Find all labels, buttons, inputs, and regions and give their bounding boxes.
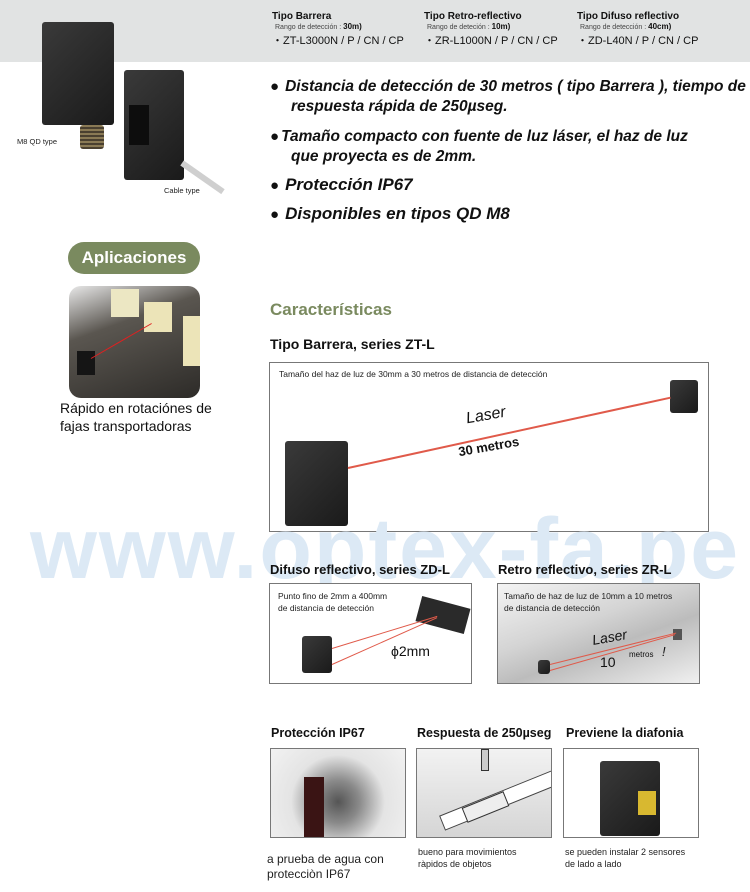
receiver-icon [670, 380, 698, 413]
barrera-note: Tamaño del haz de luz de 30mm a 30 metro… [279, 369, 548, 379]
features-list: ● Distancia de detección de 30 metros ( t… [270, 77, 750, 225]
distance-unit: metros [629, 650, 654, 659]
barrera-diagram: Tamaño del haz de luz de 30mm a 30 metro… [269, 362, 709, 532]
range-value: 40cm) [648, 22, 672, 31]
spot-label: ϕ2mm [391, 643, 430, 659]
header-col-barrera: Tipo Barrera Rango de detección : 30m) ・… [272, 11, 404, 48]
feature-item: ●Tamaño compacto con fuente de luz láser… [270, 127, 750, 167]
header-col-retro: Tipo Retro-reflectivo Rango de deteción … [424, 11, 558, 48]
cable-label: Cable type [164, 186, 200, 195]
caption-line: ràpidos de objetos [418, 859, 492, 869]
range-value: 10m) [491, 22, 511, 31]
feature-text: respuesta rápida de 250µseg. [291, 98, 508, 115]
caption-line: de lado a lado [565, 859, 622, 869]
note-line: de distancia de detección [504, 603, 600, 613]
sensor-cable-image [124, 70, 184, 180]
bullet-icon: ● [270, 206, 280, 223]
ip67-title: Protección IP67 [271, 726, 365, 740]
bullet-icon: ● [270, 128, 280, 145]
m8-connector [80, 125, 104, 149]
retro-title: Retro reflectivo, series ZR-L [498, 562, 672, 577]
caption-line: a prueba de agua con [267, 852, 384, 866]
sensor-m8-image [42, 22, 114, 125]
laser-beam [347, 396, 671, 469]
reflector-icon [673, 629, 682, 640]
difuso-title: Difuso reflectivo, series ZD-L [270, 562, 450, 577]
range-label: Rango de detección : [275, 24, 342, 31]
col-title: Tipo Barrera [272, 11, 332, 22]
bullet-icon: ● [270, 177, 280, 194]
sensor-icon [302, 636, 332, 673]
laser-label: Laser [464, 403, 508, 428]
ip67-image [270, 748, 406, 838]
caption-line: fajas transportadoras [60, 418, 192, 434]
range-value: 30m) [343, 22, 362, 31]
header-col-difuso: Tipo Difuso reflectivo Rango de detecció… [577, 11, 698, 48]
feature-item: ● Protección IP67 [270, 175, 750, 196]
retro-diagram: Tamaño de haz de luz de 10mm a 10 metros… [497, 583, 700, 684]
characteristics-title: Características [270, 300, 392, 319]
exclamation: ! [662, 644, 666, 659]
crosstalk-title: Previene la diafonia [566, 726, 684, 740]
feature-item: ● Disponibles en tipos QD M8 [270, 204, 750, 225]
response-title: Respuesta de 250µseg [417, 726, 552, 740]
models: ・ZD-L40N / P / CN / CP [577, 35, 699, 47]
header-band [0, 0, 750, 62]
chip-icon [415, 595, 471, 635]
range-label: Rango de detección : [580, 24, 647, 31]
difuso-diagram: Punto fino de 2mm a 400mm de distancia de… [269, 583, 472, 684]
response-image [416, 748, 552, 838]
col-title: Tipo Retro-reflectivo [424, 11, 522, 22]
response-caption: bueno para movimientos ràpidos de objetos [418, 846, 517, 870]
feature-text: Tamaño compacto con fuente de luz láser,… [281, 128, 688, 145]
feature-item: ● Distancia de detección de 30 metros ( t… [270, 77, 750, 117]
models: ・ZR-L1000N / P / CN / CP [424, 35, 558, 47]
caption-line: bueno para movimientos [418, 847, 517, 857]
bullet-icon: ● [270, 78, 280, 95]
emitter-icon [285, 441, 348, 526]
applications-title: Aplicaciones [68, 242, 200, 274]
conveyor-image [69, 286, 200, 398]
distance-number: 10 [600, 654, 616, 670]
models: ・ZT-L3000N / P / CN / CP [272, 35, 404, 47]
col-title: Tipo Difuso reflectivo [577, 11, 680, 22]
note-line: Punto fino de 2mm a 400mm [278, 591, 388, 601]
note-line: de distancia de detección [278, 603, 374, 613]
feature-text: Distancia de detección de 30 metros ( ti… [285, 78, 746, 95]
m8-label: M8 QD type [17, 137, 58, 146]
caption-line: protecciòn IP67 [267, 867, 351, 881]
crosstalk-caption: se pueden instalar 2 sensores de lado a l… [565, 846, 685, 870]
caption-line: Rápido en rotaciónes de [60, 400, 212, 416]
laser-label: Laser [590, 626, 629, 648]
range-label: Rango de deteción : [427, 24, 490, 31]
watermark: www.optex-fa.pe [30, 501, 741, 597]
sensor-icon [538, 660, 550, 674]
caption-line: se pueden instalar 2 sensores [565, 847, 686, 857]
feature-text: Disponibles en tipos QD M8 [285, 204, 510, 223]
note-line: Tamaño de haz de luz de 10mm a 10 metros [504, 591, 673, 601]
feature-text: que proyecta es de 2mm. [291, 148, 477, 165]
feature-text: Protección IP67 [285, 175, 413, 194]
crosstalk-image [563, 748, 699, 838]
applications-caption: Rápido en rotaciónes de fajas transportad… [60, 399, 212, 435]
barrera-title: Tipo Barrera, series ZT-L [270, 336, 435, 352]
